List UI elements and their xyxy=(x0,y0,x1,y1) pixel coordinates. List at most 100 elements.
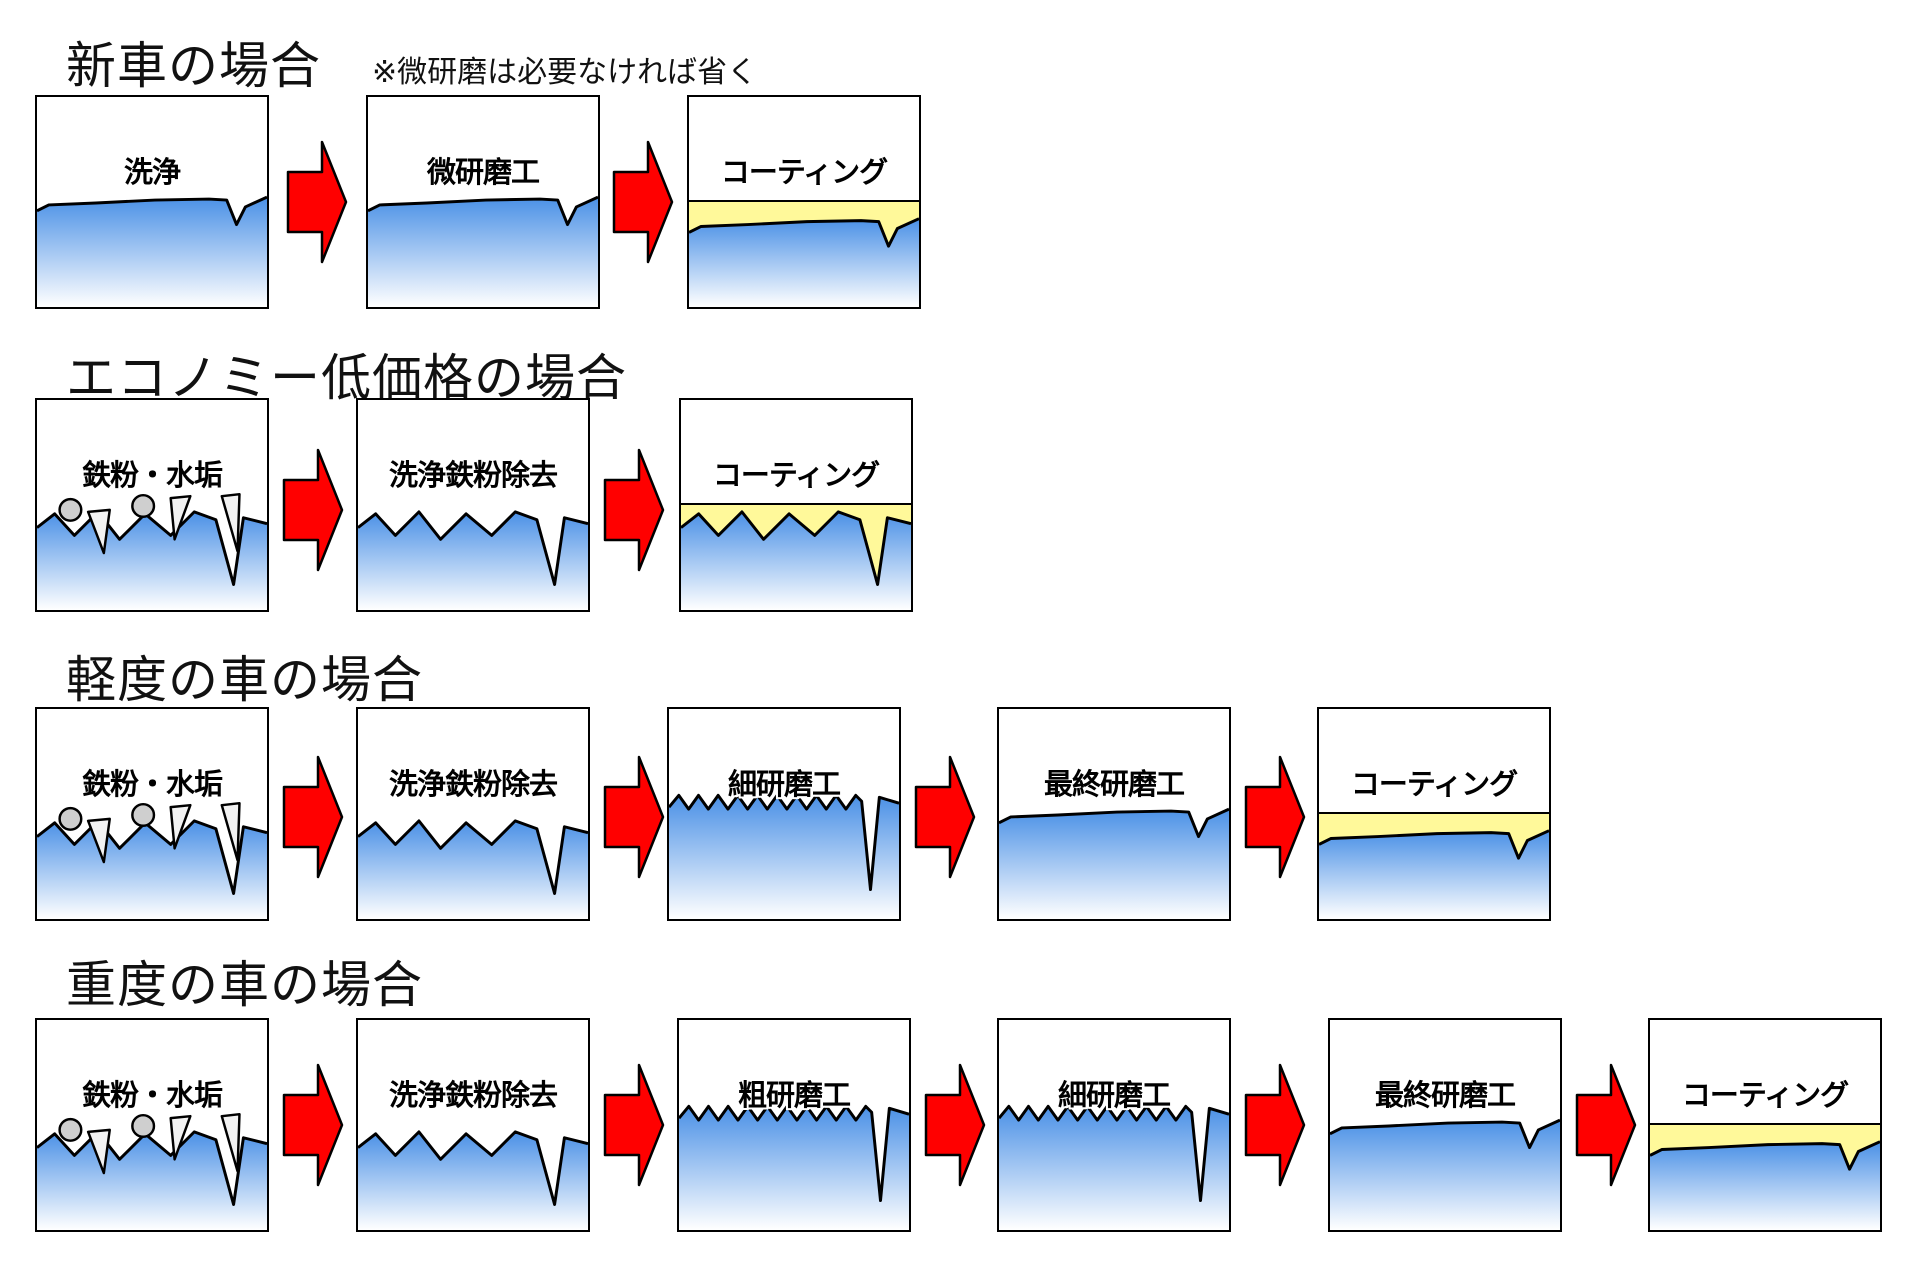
step-label: 細研磨工 xyxy=(1057,1078,1171,1112)
surface-illustration xyxy=(37,195,267,307)
step-label: 洗浄鉄粉除去 xyxy=(388,1078,558,1112)
arrow-shape xyxy=(914,755,976,879)
step-label: 洗浄鉄粉除去 xyxy=(388,767,558,801)
paint-surface-line xyxy=(358,510,588,586)
paint-layer xyxy=(999,1106,1229,1230)
iron-particle-icon xyxy=(58,497,83,522)
paint-layer xyxy=(681,511,911,610)
surface-illustration xyxy=(358,1130,588,1230)
step-panel: 鉄粉・水垢 xyxy=(35,398,269,612)
iron-particle-icon xyxy=(131,802,156,828)
paint-layer xyxy=(37,197,267,307)
section-title-economy: エコノミー低価格の場合 xyxy=(66,349,627,407)
paint-surface-line xyxy=(37,1130,267,1206)
surface-illustration xyxy=(999,807,1229,919)
paint-layer xyxy=(358,511,588,610)
step-label: 鉄粉・水垢 xyxy=(81,458,223,492)
surface-illustration xyxy=(689,200,919,307)
paint-surface-line xyxy=(37,819,267,895)
step-panel: 鉄粉・水垢 xyxy=(35,707,269,921)
paint-surface-line xyxy=(669,793,899,892)
arrow-right-icon xyxy=(286,140,348,264)
arrow-shape xyxy=(603,755,665,879)
water-scale-shard-icon xyxy=(169,1114,192,1161)
arrow-shape xyxy=(1244,1063,1306,1187)
step-panel: 粗研磨工 xyxy=(677,1018,911,1232)
water-scale-shard-icon xyxy=(169,803,192,850)
paint-layer xyxy=(999,809,1229,919)
arrow-shape xyxy=(924,1063,986,1187)
water-scale-shard-icon xyxy=(169,494,192,541)
surface-illustration xyxy=(358,510,588,610)
paint-layer xyxy=(37,511,267,610)
arrow-right-icon xyxy=(282,1063,344,1187)
surface-illustration xyxy=(37,492,267,610)
surface-illustration xyxy=(999,1104,1229,1230)
surface-illustration xyxy=(1650,1123,1880,1230)
water-scale-shard-icon xyxy=(86,817,111,864)
arrow-right-icon xyxy=(1244,755,1306,879)
iron-particle-icon xyxy=(131,1113,156,1139)
paint-layer xyxy=(368,197,598,307)
iron-particle-icon xyxy=(58,806,83,831)
paint-layer xyxy=(37,1131,267,1230)
surface-illustration xyxy=(37,801,267,919)
step-panel: 洗浄鉄粉除去 xyxy=(356,1018,590,1232)
paint-layer xyxy=(669,795,899,919)
paint-surface-line xyxy=(358,819,588,895)
paint-layer xyxy=(358,1131,588,1230)
surface-illustration xyxy=(669,793,899,919)
paint-surface-line xyxy=(679,1104,909,1203)
paint-surface-line xyxy=(681,510,911,586)
step-panel: 鉄粉・水垢 xyxy=(35,1018,269,1232)
iron-particle-icon xyxy=(131,493,156,519)
step-label: 微研磨工 xyxy=(426,155,540,189)
paint-surface-line xyxy=(358,1130,588,1206)
step-panel: 細研磨工 xyxy=(997,1018,1231,1232)
paint-surface-line xyxy=(1319,829,1549,860)
surface-illustration xyxy=(37,1112,267,1230)
paint-layer xyxy=(1319,830,1549,919)
arrow-shape xyxy=(282,448,344,572)
water-scale-shard-icon xyxy=(86,1128,111,1175)
arrow-shape xyxy=(1575,1063,1637,1187)
step-panel: コーティング xyxy=(679,398,913,612)
paint-layer xyxy=(679,1106,909,1230)
paint-surface-line xyxy=(999,1104,1229,1203)
surface-illustration xyxy=(679,1104,909,1230)
step-panel: コーティング xyxy=(1317,707,1551,921)
surface-illustration xyxy=(368,195,598,307)
step-panel: 細研磨工 xyxy=(667,707,901,921)
polish-skip-note: ※微研磨は必要なければ省く xyxy=(372,55,758,90)
arrow-right-icon xyxy=(282,448,344,572)
surface-illustration xyxy=(1319,812,1549,919)
water-scale-shard-icon xyxy=(220,492,241,553)
section-title-light: 軽度の車の場合 xyxy=(66,651,423,709)
step-label: 粗研磨工 xyxy=(737,1078,851,1112)
step-label: 鉄粉・水垢 xyxy=(81,1078,223,1112)
surface-illustration xyxy=(358,819,588,919)
arrow-shape xyxy=(1244,755,1306,879)
arrow-right-icon xyxy=(282,755,344,879)
paint-layer xyxy=(358,820,588,919)
arrow-right-icon xyxy=(603,1063,665,1187)
paint-layer xyxy=(1650,1141,1880,1230)
paint-surface-line xyxy=(999,807,1229,839)
step-label: 細研磨工 xyxy=(727,767,841,801)
paint-surface-line xyxy=(368,195,598,227)
paint-surface-line xyxy=(689,217,919,248)
surface-illustration xyxy=(1330,1118,1560,1230)
arrow-shape xyxy=(603,448,665,572)
step-panel: 洗浄 xyxy=(35,95,269,309)
arrow-right-icon xyxy=(612,140,674,264)
arrow-right-icon xyxy=(603,755,665,879)
paint-surface-line xyxy=(1330,1118,1560,1150)
arrow-shape xyxy=(612,140,674,264)
paint-layer xyxy=(689,218,919,307)
arrow-right-icon xyxy=(1244,1063,1306,1187)
step-panel: コーティング xyxy=(687,95,921,309)
arrow-shape xyxy=(282,1063,344,1187)
arrow-right-icon xyxy=(914,755,976,879)
step-label: 鉄粉・水垢 xyxy=(81,767,223,801)
step-label: コーティング xyxy=(1350,767,1518,801)
